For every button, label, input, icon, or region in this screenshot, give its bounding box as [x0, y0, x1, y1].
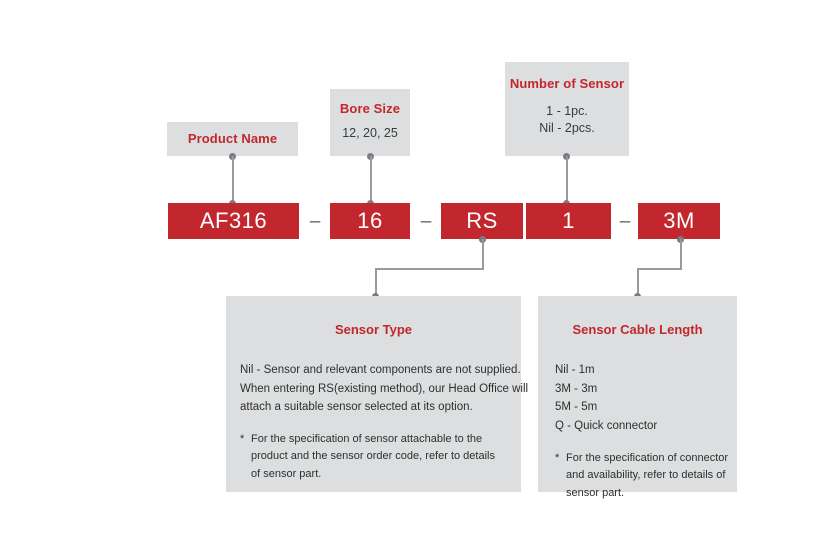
connector-line-number-of-sensor: [566, 156, 568, 203]
connector-line-bore-size: [370, 156, 372, 203]
connector-line-sensor-type-vertical-right: [482, 239, 484, 269]
code-block-sensor-type[interactable]: RS: [441, 203, 523, 239]
connector-line-cable-length-horizontal: [637, 268, 682, 270]
note-line: For the specification of connector: [566, 451, 729, 464]
note-line: For the specification of sensor attachab…: [251, 432, 483, 445]
callout-number-of-sensor: Number of Sensor 1 - 1pc. Nil - 2pcs.: [505, 62, 629, 156]
connector-line-sensor-type-vertical-left: [375, 268, 377, 296]
detail-box-sensor-type-title: Sensor Type: [334, 322, 413, 337]
code-block-number-of-sensor[interactable]: 1: [526, 203, 611, 239]
callout-number-of-sensor-line-0: 1 - 1pc.: [546, 104, 588, 118]
connector-line-cable-length-vertical-right: [680, 239, 682, 269]
detail-line: When entering RS(existing method), our H…: [240, 382, 529, 395]
detail-line: attach a suitable sensor selected at its…: [240, 401, 473, 414]
detail-box-sensor-type: Sensor Type Nil - Sensor and relevant co…: [226, 296, 529, 492]
detail-box-sensor-cable-length: Sensor Cable Length Nil - 1m 3M - 3m 5M …: [538, 296, 737, 499]
detail-line: Q - Quick connector: [555, 419, 658, 432]
code-block-bore-size[interactable]: 16: [330, 203, 410, 239]
detail-line: 3M - 3m: [555, 382, 598, 395]
detail-box-sensor-cable-length-title: Sensor Cable Length: [572, 322, 703, 337]
connector-line-sensor-type-horizontal: [375, 268, 484, 270]
detail-box-sensor-type-body: Nil - Sensor and relevant components are…: [240, 361, 529, 417]
callout-product-name: Product Name: [167, 122, 298, 156]
detail-line: 5M - 5m: [555, 401, 598, 414]
note-line: of sensor part.: [251, 468, 322, 481]
detail-line: Nil - 1m: [555, 364, 595, 376]
connector-line-product-name: [232, 156, 234, 203]
detail-box-sensor-type-note: * For the specification of sensor attach…: [240, 431, 521, 484]
note-marker: *: [555, 451, 560, 464]
callout-bore-size-line-0: 12, 20, 25: [342, 126, 398, 140]
callout-product-name-title: Product Name: [187, 131, 278, 146]
callout-number-of-sensor-title: Number of Sensor: [509, 76, 625, 91]
callout-number-of-sensor-line-1: Nil - 2pcs.: [539, 121, 595, 135]
connector-line-cable-length-vertical-left: [637, 268, 639, 296]
separator-dash-1: –: [309, 211, 321, 232]
code-block-product-name[interactable]: AF316: [168, 203, 299, 239]
separator-dash-2: –: [420, 211, 432, 232]
detail-box-sensor-cable-length-note: * For the specification of connector and…: [555, 450, 737, 503]
code-block-sensor-cable-length[interactable]: 3M: [638, 203, 720, 239]
note-line: sensor part.: [566, 486, 625, 499]
detail-box-sensor-cable-length-body: Nil - 1m 3M - 3m 5M - 5m Q - Quick conne…: [555, 361, 737, 436]
separator-dash-3: –: [619, 211, 631, 232]
note-line: product and the sensor order code, refer…: [251, 450, 495, 463]
note-marker: *: [240, 432, 245, 445]
note-line: and availability, refer to details of: [566, 469, 726, 482]
callout-bore-size: Bore Size 12, 20, 25: [330, 89, 410, 156]
detail-line: Nil - Sensor and relevant components are…: [240, 364, 521, 376]
callout-bore-size-title: Bore Size: [339, 101, 401, 116]
